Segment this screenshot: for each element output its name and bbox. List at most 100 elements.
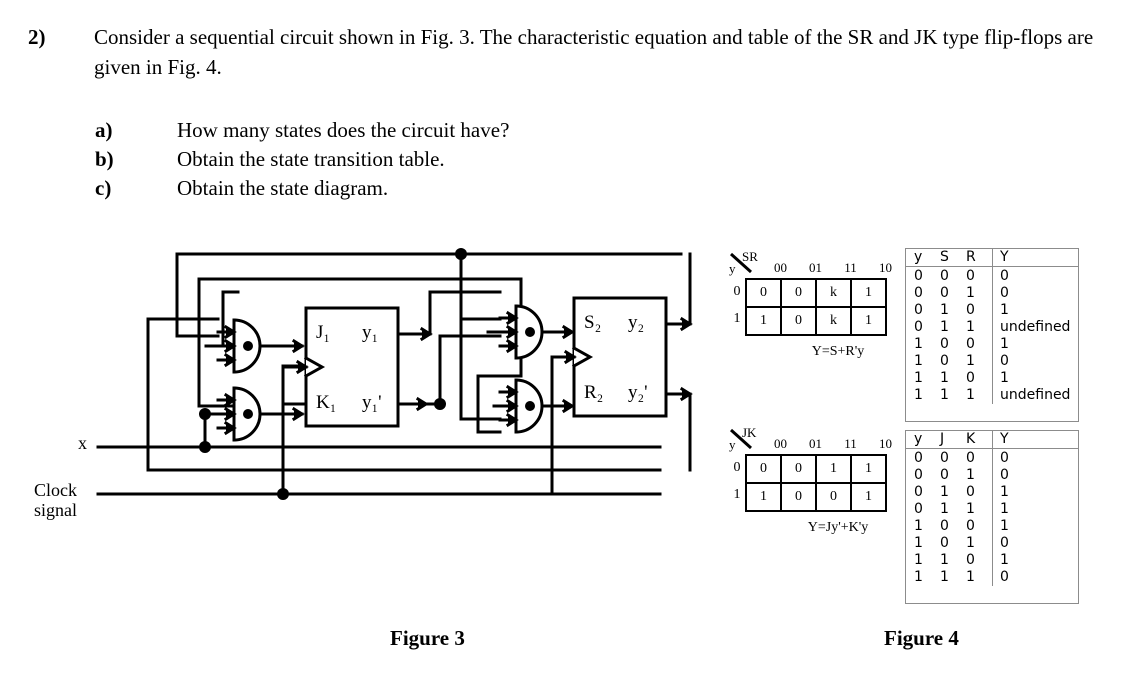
tt-jk-head-Y: Y: [992, 431, 1078, 449]
tt-sr-head-r: R: [962, 249, 993, 267]
kmap-jk-row-0: 0 0 1 1: [745, 454, 887, 484]
flipflop-1-clock-triangle: [303, 355, 326, 379]
truth-table-sr-body: 0 0 0 0 0 0 1 0 0 1 0 1 0: [906, 266, 1078, 422]
kmap-jk-cell-0-0: 0: [745, 454, 782, 484]
tt-sr-r3-c1: 1: [940, 319, 949, 335]
kmap-jk-cell-0-2: 1: [815, 454, 852, 484]
tt-jk-r2-c1: 1: [940, 484, 949, 500]
tt-jk-r6-c3: 1: [992, 552, 1078, 569]
tt-sr-r3-c3: undefined: [992, 319, 1078, 336]
tt-jk-r0-c1: 0: [940, 450, 949, 466]
kmap-sr-column-headers: 00 01 11 10: [763, 260, 903, 276]
tt-jk-r2-c3: 1: [992, 484, 1078, 501]
ff1-input-j1-label: J₁: [316, 322, 331, 343]
kmap-sr-row-var-label: y: [729, 261, 736, 276]
kmap-jk-grid: 0 1 0 0 1 1 1 0 0 1: [729, 454, 887, 512]
kmap-sr-cells: 0 0 k 1 1 0 k 1: [745, 278, 887, 336]
sub-question-b-text: Obtain the state transition table.: [177, 147, 445, 171]
question-block: 2) Consider a sequential circuit shown i…: [28, 22, 1098, 82]
table-row: 1 1 1 undefined: [906, 387, 1078, 404]
kmap-jk-row-0-label: 0: [733, 460, 741, 475]
tt-jk-r7-c3: 0: [992, 569, 1078, 586]
and-gate-s2: [514, 304, 544, 360]
kmap-jk-equation: Y=Jy'+K'y: [807, 520, 869, 535]
tt-jk-r3-c1: 1: [940, 501, 949, 517]
tt-sr-r2-c0: 0: [914, 302, 923, 318]
input-label-clock-signal: Clock signal: [34, 480, 77, 520]
tt-jk-r6-c2: 0: [966, 552, 975, 568]
tt-jk-r7-c2: 1: [966, 569, 975, 585]
kmap-jk-col-3: 10: [879, 436, 892, 451]
tt-sr-r1-c0: 0: [914, 285, 923, 301]
tt-jk-r0-c0: 0: [914, 450, 923, 466]
and-gate-j1: [232, 318, 262, 374]
sub-question-a-letter: a): [95, 118, 113, 142]
ff1-output-y1-not-label: y₁': [362, 392, 382, 413]
tt-jk-r1-c2: 1: [966, 467, 975, 483]
kmap-jk-col-0: 00: [774, 436, 787, 451]
truth-table-sr-header-row: y S R Y: [906, 249, 1078, 267]
tt-sr-r2-c3: 1: [992, 302, 1078, 319]
kmap-sr: SR y 00 01 11 10 0 1 0 0 k 1: [729, 249, 904, 359]
tt-jk-r0-c2: 0: [966, 450, 975, 466]
tt-sr-r0-c2: 0: [966, 268, 975, 284]
kmap-jk-col-1: 01: [809, 436, 822, 451]
table-row: 0 1 1 undefined: [906, 319, 1078, 336]
kmap-jk-cell-1-1: 0: [780, 482, 817, 512]
kmap-jk-cell-1-2: 0: [815, 482, 852, 512]
tt-jk-r7-c1: 1: [940, 569, 949, 585]
table-row: 0 1 0 1: [906, 302, 1078, 319]
kmap-jk-col-var-label: JK: [742, 425, 757, 440]
tt-sr-bottom-pad: [906, 404, 1078, 421]
sub-question-c-text: Obtain the state diagram.: [177, 176, 389, 200]
table-row: 1 1 1 0: [906, 569, 1078, 586]
tt-sr-r7-c2: 1: [966, 387, 975, 403]
tt-sr-head-y: y: [906, 249, 936, 267]
tt-sr-r4-c3: 1: [992, 336, 1078, 353]
question-number: 2): [28, 25, 46, 49]
table-row: 1 0 1 0: [906, 535, 1078, 552]
tt-jk-r4-c2: 0: [966, 518, 975, 534]
tt-sr-head-s: S: [936, 249, 962, 267]
table-row: 0 1 1 1: [906, 501, 1078, 518]
kmap-jk-header: JK y 00 01 11 10: [729, 425, 904, 454]
table-row: 1 0 1 0: [906, 353, 1078, 370]
kmap-jk-cell-1-3: 1: [850, 482, 887, 512]
sub-question-c: c) Obtain the state diagram.: [95, 174, 995, 203]
tt-jk-r1-c3: 0: [992, 467, 1078, 484]
tt-sr-r4-c0: 1: [914, 336, 923, 352]
kmap-sr-row-headers: 0 1: [729, 278, 745, 336]
kmap-jk-column-headers: 00 01 11 10: [763, 436, 903, 452]
kmap-sr-equation: Y=S+R'y: [811, 344, 865, 359]
truth-table-sr-grid: y S R Y 0 0 0 0 0 0 1 0: [906, 249, 1078, 421]
tt-sr-r1-c2: 1: [966, 285, 975, 301]
and-gate-k1: [232, 386, 262, 442]
tt-sr-r4-c1: 0: [940, 336, 949, 352]
kmap-sr-header: SR y 00 01 11 10: [729, 249, 904, 278]
kmap-jk-row-headers: 0 1: [729, 454, 745, 512]
tt-sr-r1-c3: 0: [992, 285, 1078, 302]
kmap-sr-cell-0-3: 1: [850, 278, 887, 308]
ff2-input-s2-label: S₂: [584, 312, 602, 333]
and-gate-r2: [514, 378, 544, 434]
table-row: 0 0 1 0: [906, 467, 1078, 484]
tt-sr-r3-c0: 0: [914, 319, 923, 335]
tt-jk-r4-c0: 1: [914, 518, 923, 534]
and-gate-dot-j1: [243, 341, 253, 351]
tt-sr-r7-c3: undefined: [992, 387, 1078, 404]
kmap-sr-cell-0-2: k: [815, 278, 852, 308]
figure-4-caption: Figure 4: [884, 626, 959, 650]
kmap-sr-grid: 0 1 0 0 k 1 1 0 k 1: [729, 278, 887, 336]
and-gate-dot-k1: [243, 409, 253, 419]
ff2-output-y2-not-label: y₂': [628, 382, 648, 403]
tt-sr-r2-c1: 1: [940, 302, 949, 318]
ff1-input-k1-label: K₁: [316, 392, 337, 413]
tt-sr-r0-c1: 0: [940, 268, 949, 284]
kmap-sr-col-0: 00: [774, 260, 787, 275]
kmap-sr-cell-1-2: k: [815, 306, 852, 336]
table-row: 1 1 0 1: [906, 552, 1078, 569]
kmap-sr-row-0-label: 0: [733, 284, 741, 299]
figure-3-caption: Figure 3: [390, 626, 465, 650]
tt-jk-r3-c2: 1: [966, 501, 975, 517]
tt-jk-r3-c0: 0: [914, 501, 923, 517]
